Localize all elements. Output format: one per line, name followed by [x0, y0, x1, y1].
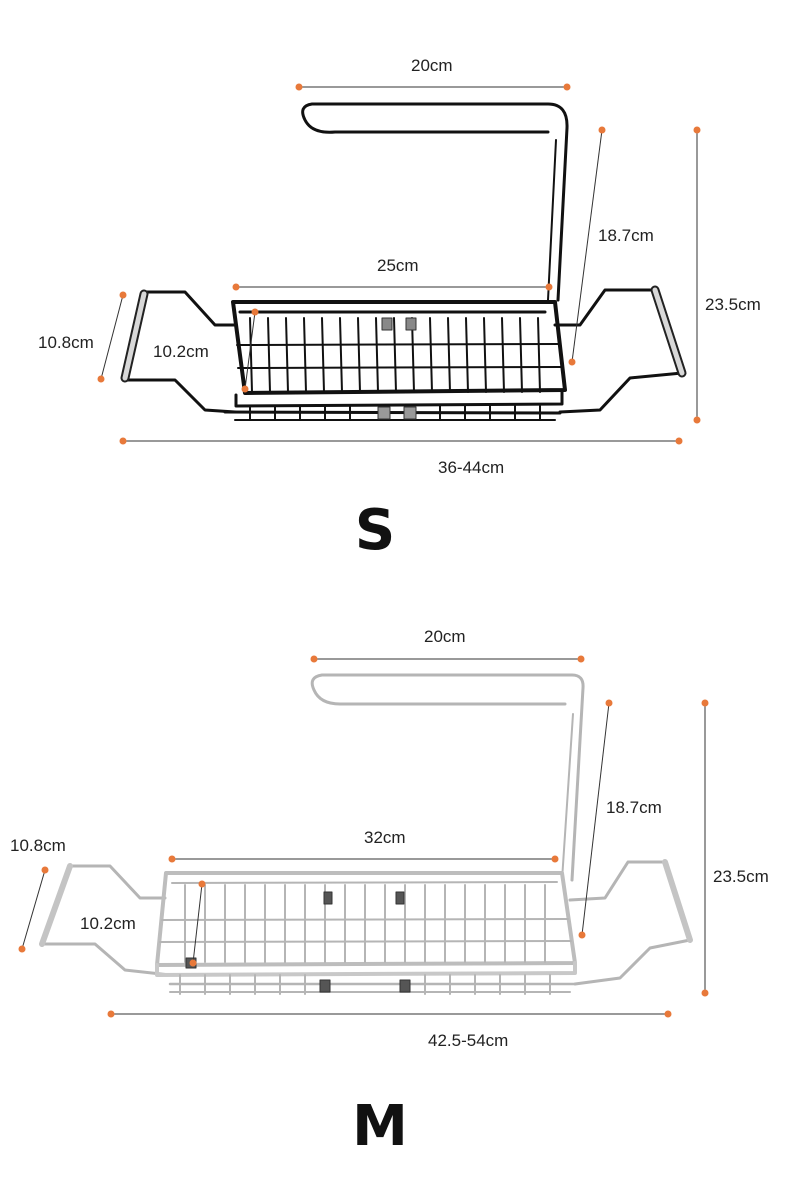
size-m-basket-length: 32cm: [364, 828, 406, 847]
size-s-holder-height: 18.7cm: [598, 226, 654, 245]
size-s-label: S: [354, 498, 396, 563]
size-m-top-width: 20cm: [424, 627, 466, 646]
size-s-basket-length: 25cm: [377, 256, 419, 275]
size-s-dimension-markers: [97, 83, 701, 445]
rack-m-illustration: [39, 673, 693, 995]
size-m-total-height: 23.5cm: [713, 867, 769, 886]
size-s-dimension-guides: [100, 86, 698, 442]
size-m-dimension-guides: [21, 658, 706, 1015]
size-s-top-width: 20cm: [411, 56, 453, 75]
size-m-dimension-markers: [18, 655, 709, 1018]
size-m-extend-length: 42.5-54cm: [428, 1031, 509, 1050]
size-m-label: M: [352, 1094, 408, 1159]
size-s-drawing: [97, 83, 701, 445]
size-s-panel: 20cm 25cm 18.7cm 23.5cm 10.8cm 10.2cm 36…: [0, 0, 790, 580]
size-s-side-width: 10.8cm: [38, 333, 94, 352]
size-m-side-width: 10.8cm: [10, 836, 66, 855]
size-s-basket-depth: 10.2cm: [153, 342, 209, 361]
size-m-drawing: [18, 655, 709, 1018]
size-m-holder-height: 18.7cm: [606, 798, 662, 817]
size-s-total-height: 23.5cm: [705, 295, 761, 314]
size-m-basket-depth: 10.2cm: [80, 914, 136, 933]
size-m-panel: 20cm 32cm 18.7cm 23.5cm 10.8cm 10.2cm 42…: [0, 580, 790, 1194]
rack-s-illustration: [120, 102, 687, 421]
size-s-extend-length: 36-44cm: [438, 458, 505, 477]
